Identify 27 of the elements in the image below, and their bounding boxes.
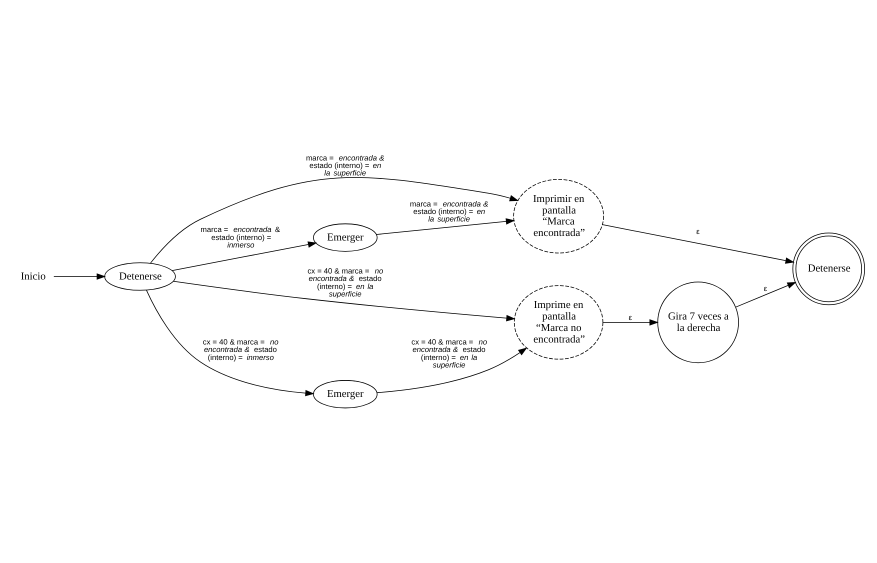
arrow [172,241,318,271]
edge-label: marca = encontrada & estado (interno) = en la superficie [306,153,384,178]
arrow [736,282,796,308]
edge-label: marca = encontrada & estado (interno) = inmerso [200,225,280,250]
edge-label: cx = 40 & marca = no encontrada & estado (interno) = en la superficie [307,266,384,298]
arrow [150,177,519,264]
edge-label: cx = 40 & marca = no encontrada & estado (interno) = inmerso [202,338,279,362]
edge-label: cx = 40 & marca = no encontrada & estado (interno) = en la superficie [411,338,488,370]
edge-label: marca = encontrada & estado (interno) = en la superficie [410,199,488,224]
node-ellipse: Emerger [313,380,378,408]
node-circle: Detenerse [792,232,866,306]
arrow [53,273,106,280]
arrow [376,218,516,235]
node-ellipse: Emerger [313,223,378,252]
arrow [602,319,659,326]
arrow [376,347,528,394]
edge-label: ε [764,284,768,294]
node-text: Inicio [20,270,46,282]
node-ellipse: Detenerse [104,262,176,291]
node-circle: Gira 7 veces a la derecha [657,282,739,364]
node-ellipse: Imprimir en pantalla “Marca encontrada” [513,179,604,254]
arrow [146,290,314,396]
arrow [602,224,795,264]
edge-label: ε [696,226,700,236]
arrow [172,280,516,322]
node-ellipse: Imprime en pantalla “Marca no encontrada” [514,285,604,360]
edge-label: ε [628,313,632,322]
